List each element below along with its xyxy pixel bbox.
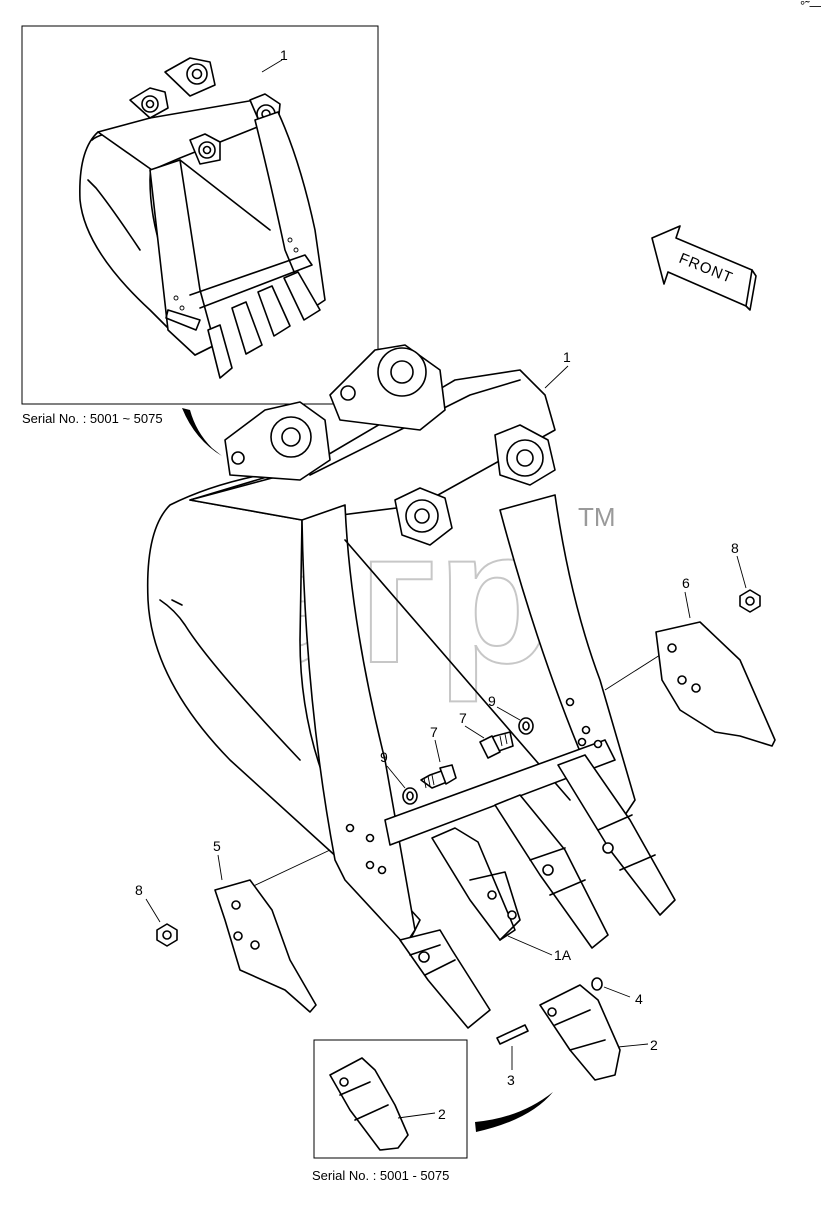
watermark-tm: TM xyxy=(578,502,616,532)
callout-tooth: 2 xyxy=(650,1037,658,1053)
callout-pin: 3 xyxy=(507,1072,515,1088)
callout-tooth-assembly: 1A xyxy=(554,947,572,963)
side-cutter-right-hole-3 xyxy=(691,683,701,693)
callout-side-cutter-right: 6 xyxy=(682,575,690,591)
callout-bolt-a: 7 xyxy=(430,724,438,740)
tooth-4 xyxy=(557,754,676,916)
inset-bottom: 2 Serial No. : 5001 - 5075 xyxy=(312,1039,553,1183)
callout-washer-b: 9 xyxy=(488,693,496,709)
inset-top-leader xyxy=(261,59,283,73)
inset-top: 1 Serial No. : 5001 ~ 5075 xyxy=(21,25,379,456)
nut-left xyxy=(156,923,178,947)
side-cutter-right-hole-2 xyxy=(677,675,687,685)
washer-b xyxy=(518,717,534,735)
callout-side-cutter-left: 5 xyxy=(213,838,221,854)
inset-tooth-drawing xyxy=(329,1057,409,1151)
side-cutter-left-hole-1 xyxy=(231,900,241,910)
inset-bottom-part-label: 2 xyxy=(438,1106,446,1122)
callout-washer-a: 9 xyxy=(380,749,388,765)
front-arrow: FRONT xyxy=(651,225,757,311)
inset-top-part-label: 1 xyxy=(280,47,288,63)
side-cutter-right-hole-1 xyxy=(667,643,677,653)
side-cutter-left-hole-3 xyxy=(250,940,260,950)
inset-top-pointer xyxy=(182,408,222,456)
inset-bucket-drawing xyxy=(79,57,326,379)
leader-lines xyxy=(145,365,747,1070)
inset-bottom-leader xyxy=(397,1112,436,1119)
callouts: 1 1A 2 3 4 5 6 7 7 9 9 8 8 xyxy=(135,349,739,1088)
corner-mark: °˜— xyxy=(800,0,821,13)
pin xyxy=(496,1024,529,1045)
callout-bucket: 1 xyxy=(563,349,571,365)
main-bucket-drawing xyxy=(146,344,676,1029)
side-cutter-left xyxy=(214,879,317,1013)
tooth-1 xyxy=(399,929,491,1029)
side-cutter-left-hole-2 xyxy=(233,931,243,941)
callout-bolt-b: 7 xyxy=(459,710,467,726)
lock xyxy=(591,977,603,991)
inset-top-caption: Serial No. : 5001 ~ 5075 xyxy=(22,411,163,426)
washer-a xyxy=(402,787,418,805)
tooth-2 xyxy=(431,827,521,941)
callout-nut-right: 8 xyxy=(731,540,739,556)
inset-bottom-caption: Serial No. : 5001 - 5075 xyxy=(312,1168,449,1183)
tooth-3 xyxy=(494,794,609,949)
bolt-b xyxy=(479,731,514,759)
side-cutter-right xyxy=(655,621,776,747)
nut-right xyxy=(739,589,761,613)
inset-bottom-pointer xyxy=(475,1092,553,1132)
callout-nut-left: 8 xyxy=(135,882,143,898)
loose-tooth xyxy=(539,984,621,1081)
bolt-a xyxy=(420,764,457,789)
callout-lock: 4 xyxy=(635,991,643,1007)
